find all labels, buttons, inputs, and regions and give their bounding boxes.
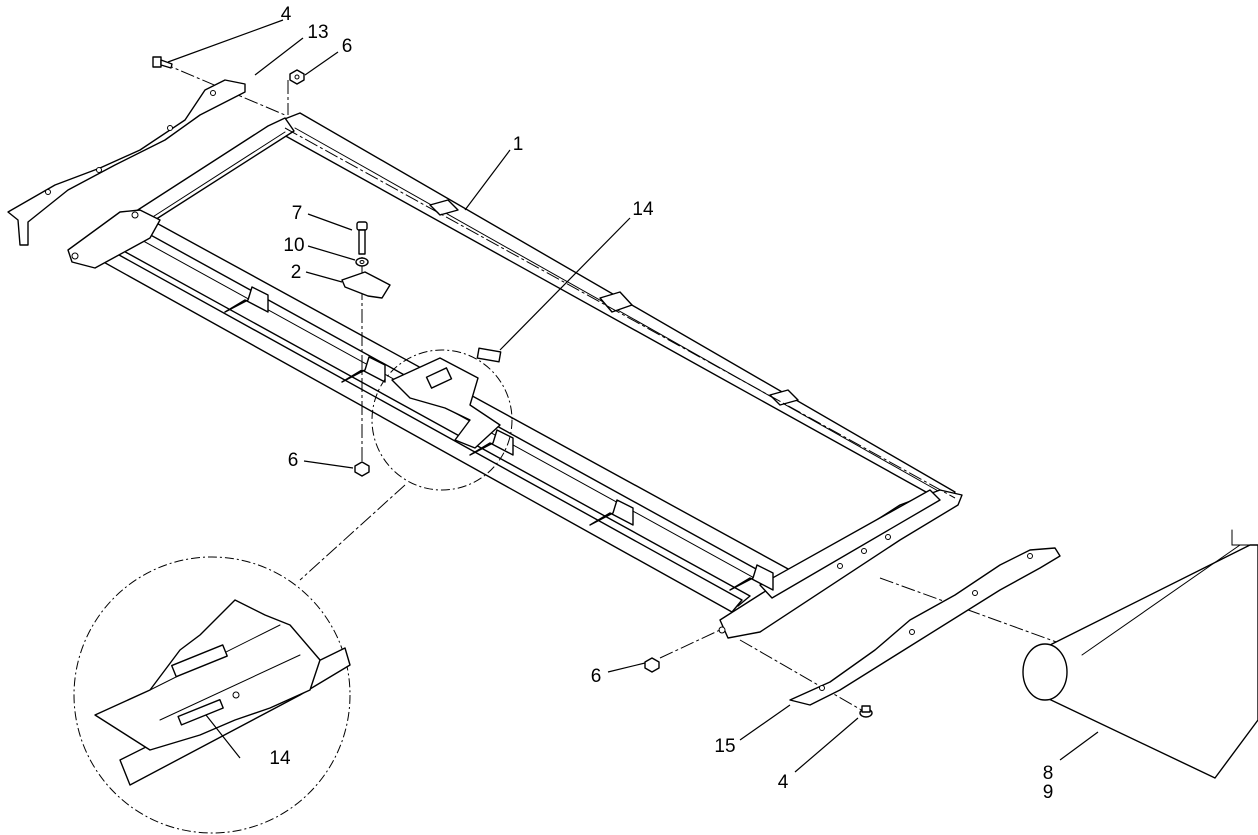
plate-2 <box>341 271 391 299</box>
nut-bottom <box>644 657 660 673</box>
detail-zoom-circle <box>73 556 351 834</box>
bolt-7 <box>356 221 368 255</box>
bracket <box>589 499 634 526</box>
callout-labels: 4 13 6 1 14 7 10 2 6 6 15 4 8 9 14 <box>269 4 1053 803</box>
main-frame <box>67 112 963 639</box>
callout-14-detail: 14 <box>269 748 291 769</box>
callout-6-bottom: 6 <box>591 666 602 687</box>
callout-14-top: 14 <box>632 199 654 220</box>
washer-10 <box>355 257 369 267</box>
callout-2: 2 <box>291 262 302 283</box>
callout-6-top: 6 <box>342 36 353 57</box>
left-side-plate <box>7 79 246 246</box>
callout-15: 15 <box>714 736 735 757</box>
leader-lines <box>167 19 1099 773</box>
callout-1: 1 <box>513 134 524 155</box>
callout-7: 7 <box>292 203 303 224</box>
detail-source-circle <box>371 349 513 491</box>
detail-view <box>94 599 351 786</box>
decal-top <box>476 347 502 363</box>
left-end-plate <box>67 209 161 269</box>
nut-top <box>289 69 305 85</box>
bracket <box>224 286 269 313</box>
nut-left <box>354 461 370 477</box>
roller-tube <box>1022 529 1258 779</box>
callout-4-top: 4 <box>281 4 292 25</box>
right-side-plate <box>789 547 1061 706</box>
handle-bracket <box>391 357 501 449</box>
callout-4-bottom: 4 <box>778 772 789 793</box>
callout-8: 8 <box>1043 763 1054 784</box>
bracket <box>469 429 514 456</box>
bracket <box>341 356 386 383</box>
centerlines <box>159 61 1231 713</box>
left-end-member <box>129 117 295 226</box>
callout-13: 13 <box>307 22 328 43</box>
callout-6-left: 6 <box>288 450 299 471</box>
bracket <box>729 564 774 591</box>
bolt-bottom <box>859 705 873 718</box>
callout-10: 10 <box>283 235 304 256</box>
bolt-top <box>152 56 173 69</box>
callout-9: 9 <box>1043 782 1054 803</box>
